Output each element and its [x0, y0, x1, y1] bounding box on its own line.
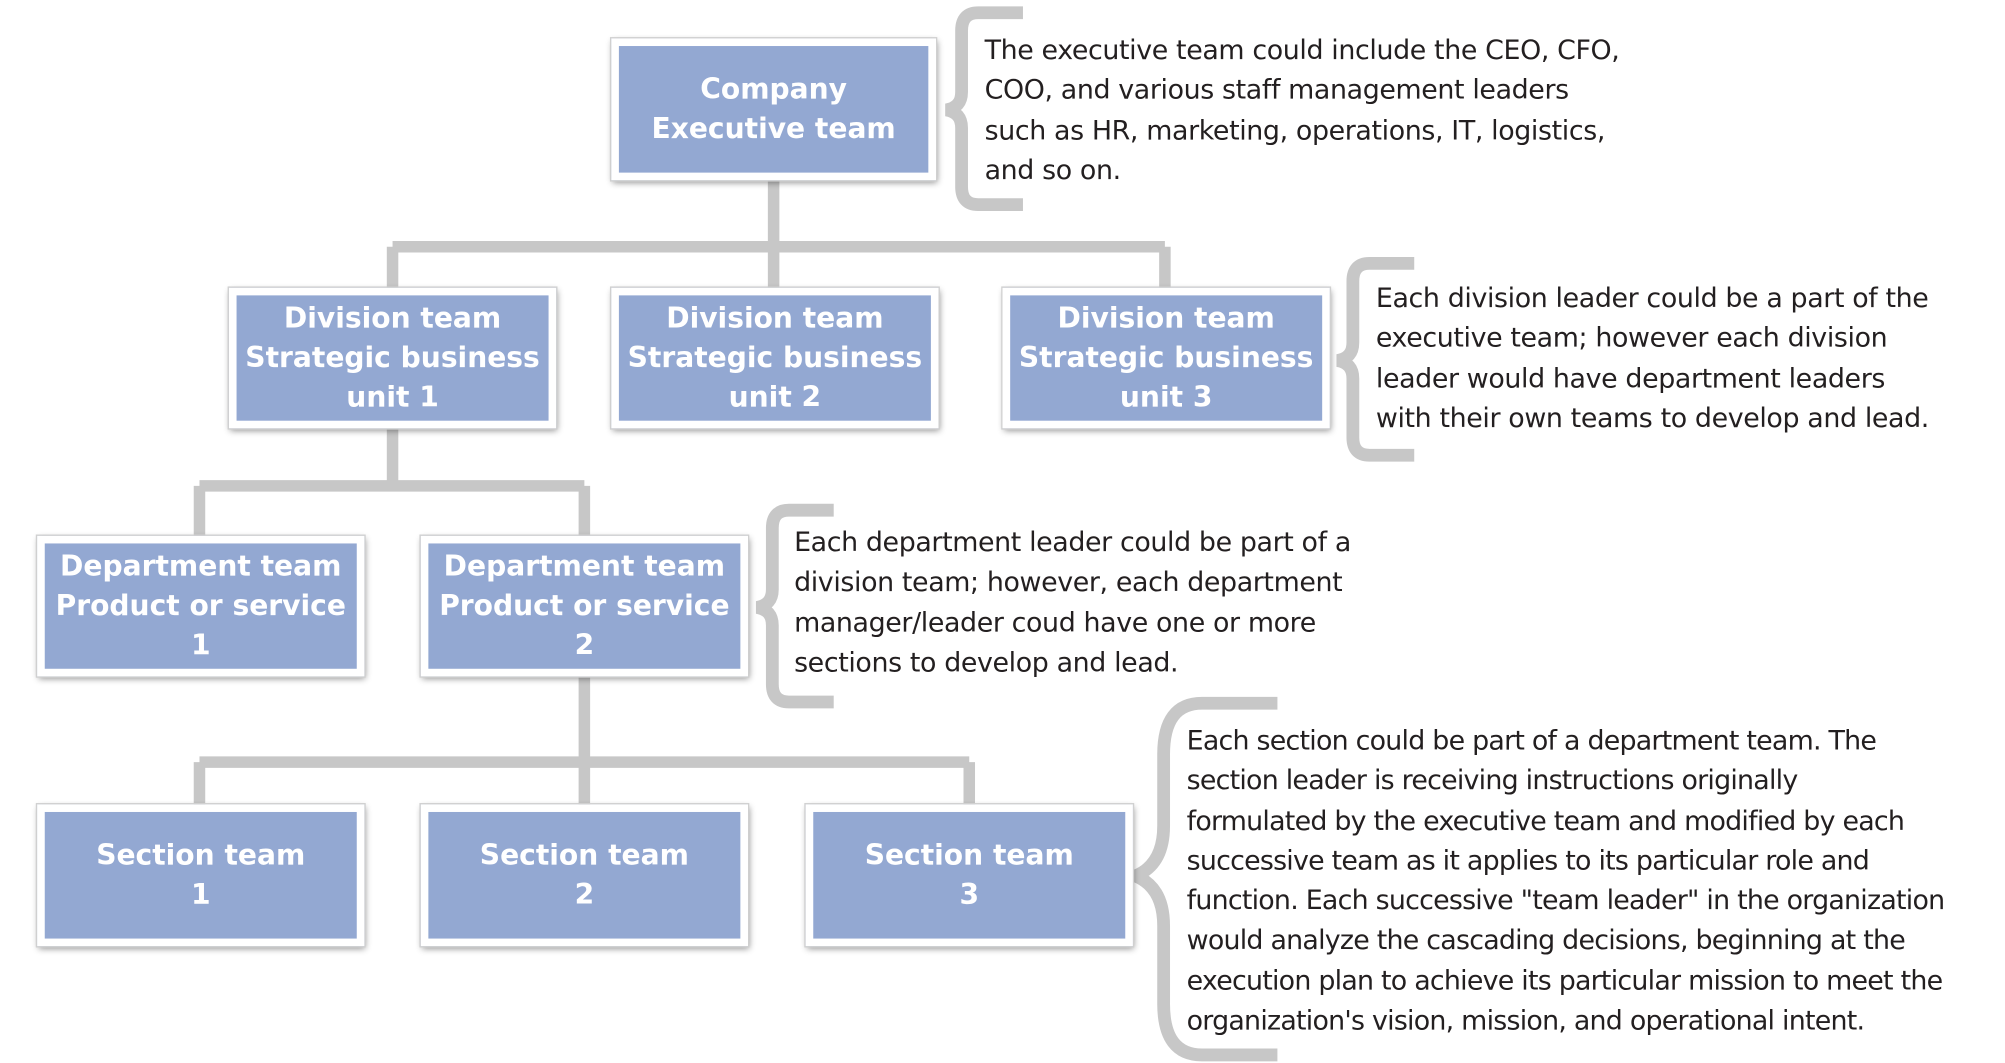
executive-note-line-2: COO, and various staff management leader… [984, 74, 1569, 106]
department-team-2-box: Department team Product or service 2 [419, 534, 750, 678]
division2-line-1: Division team [666, 302, 884, 335]
bracket-executive [944, 6, 1023, 211]
department-note-line-1: Each department leader could be part of … [794, 526, 1351, 558]
division-note-line-1: Each division leader could be a part of … [1375, 282, 1929, 314]
section2-line-2: 2 [574, 879, 595, 912]
section3-line-1: Section team [864, 839, 1074, 872]
division1-line-1: Division team [283, 302, 502, 335]
department-leader-note: Each department leader could be part of … [794, 523, 1351, 683]
section-team-2-box: Section team 2 [419, 803, 750, 948]
department1-line-3: 1 [190, 629, 211, 662]
department-note-line-2: division team; however, each department [794, 566, 1343, 598]
section-team-3-box: Section team 3 [804, 803, 1135, 948]
division-team-3-box: Division team Strategic business unit 3 [1001, 286, 1332, 430]
department-note-line-4: sections to develop and lead. [794, 646, 1179, 678]
division-note-line-2: executive team; however each division [1375, 322, 1888, 354]
bracket-section [1118, 696, 1278, 1062]
section-note-line-1: Each section could be part of a departme… [1186, 725, 1877, 756]
section-team-1-box: Section team 1 [35, 803, 366, 948]
company-executive-team-box: Company Executive team [609, 37, 938, 182]
division3-line-2: Strategic business [1018, 342, 1314, 375]
section-note: Each section could be part of a departme… [1186, 721, 1946, 1041]
section-note-line-7: execution plan to achieve its particular… [1186, 965, 1943, 996]
section2-line-1: Section team [479, 839, 689, 872]
division-leader-note: Each division leader could be a part of … [1376, 279, 1929, 439]
tree-connectors [193, 179, 1171, 806]
division1-line-2: Strategic business [245, 342, 540, 375]
division-team-1-box: Division team Strategic business unit 1 [227, 286, 558, 430]
division-note-line-3: leader would have department leaders [1375, 362, 1885, 394]
division-note-line-4: with their own teams to develop and lead… [1375, 402, 1929, 434]
section-note-line-2: section leader is receiving instructions… [1186, 765, 1799, 796]
executive-note-line-4: and so on. [984, 154, 1122, 186]
section-note-line-3: formulated by the executive team and mod… [1186, 805, 1905, 836]
brackets [755, 6, 1415, 1062]
executive-note-line-3: such as HR, marketing, operations, IT, l… [984, 114, 1606, 146]
division3-line-3: unit 3 [1119, 381, 1213, 414]
department2-line-1: Department team [443, 550, 726, 583]
division1-line-3: unit 1 [346, 381, 439, 414]
company-box-line-1: Company [700, 73, 847, 106]
bracket-division [1336, 257, 1415, 462]
division2-line-2: Strategic business [627, 342, 923, 375]
department1-line-2: Product or service [55, 590, 346, 623]
department2-line-2: Product or service [439, 590, 730, 623]
section-note-line-6: would analyze the cascading decisions, b… [1186, 925, 1906, 956]
executive-team-note: The executive team could include the CEO… [985, 31, 1620, 191]
section-note-line-4: successive team as it applies to its par… [1186, 845, 1870, 876]
department-team-1-box: Department team Product or service 1 [35, 534, 366, 678]
company-box-line-2: Executive team [651, 113, 896, 146]
bracket-department [755, 503, 834, 709]
section1-line-2: 1 [190, 879, 211, 912]
division-team-2-box: Division team Strategic business unit 2 [609, 286, 940, 430]
division2-line-3: unit 2 [728, 381, 822, 414]
executive-note-line-1: The executive team could include the CEO… [984, 34, 1620, 66]
department1-line-1: Department team [60, 550, 342, 583]
division3-line-1: Division team [1057, 302, 1275, 335]
section-note-line-5: function. Each successive "team leader" … [1186, 885, 1946, 916]
section1-line-1: Section team [96, 839, 306, 872]
department2-line-3: 2 [574, 629, 595, 662]
section-note-line-8: organization's vision, mission, and oper… [1186, 1005, 1865, 1036]
department-note-line-3: manager/leader coud have one or more [794, 606, 1316, 638]
section3-line-2: 3 [959, 879, 980, 912]
